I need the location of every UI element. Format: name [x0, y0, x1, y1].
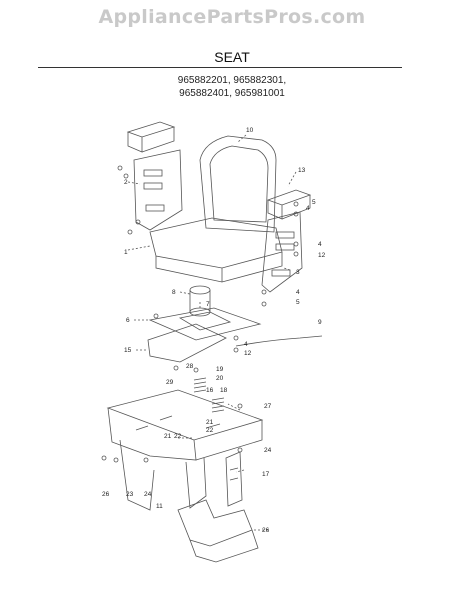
callout-4c: 4 — [296, 289, 300, 296]
callout-23: 23 — [126, 491, 134, 498]
callout-4d: 4 — [244, 341, 248, 348]
model-numbers-line-1: 965882201, 965882301, — [177, 75, 287, 86]
callout-leaders — [127, 134, 297, 531]
fasteners — [101, 165, 299, 463]
callout-12b: 12 — [244, 350, 252, 357]
watermark: AppliancePartsPros.com — [98, 6, 366, 28]
callout-21a: 21 — [206, 419, 214, 426]
callout-27: 27 — [264, 403, 272, 410]
callout-6: 6 — [126, 317, 130, 324]
callout-20: 20 — [216, 375, 224, 382]
cable — [235, 335, 323, 347]
seat-back — [199, 135, 277, 233]
callout-26a: 26 — [102, 491, 110, 498]
callout-4a: 4 — [306, 205, 310, 212]
callout-11: 11 — [156, 503, 163, 510]
callout-labels: 10 13 2 5 4 4 12 1 3 4 5 8 7 6 9 4 12 15… — [102, 127, 326, 534]
callout-17: 17 — [262, 471, 270, 478]
seat-frame — [106, 389, 264, 511]
callout-15: 15 — [124, 347, 132, 354]
callout-5b: 5 — [296, 299, 300, 306]
callout-29: 29 — [166, 379, 174, 386]
callout-2: 2 — [124, 179, 128, 186]
callout-12a: 12 — [318, 252, 326, 259]
seat-cushion — [149, 217, 283, 283]
callout-7: 7 — [206, 301, 210, 308]
callout-3: 3 — [296, 269, 300, 276]
callout-22b: 22 — [174, 433, 182, 440]
frame-bracket — [225, 451, 243, 507]
callout-18: 18 — [220, 387, 228, 394]
right-armrest-pad — [266, 189, 312, 220]
page-title: SEAT — [214, 49, 250, 65]
callout-9: 9 — [318, 319, 322, 326]
callout-4b: 4 — [318, 241, 322, 248]
bottom-channel — [177, 499, 259, 563]
left-armrest-bracket — [133, 149, 183, 231]
callout-1: 1 — [124, 249, 128, 256]
callout-5: 5 — [312, 199, 316, 206]
callout-13: 13 — [298, 167, 306, 174]
callout-24b: 24 — [144, 491, 152, 498]
callout-10: 10 — [246, 127, 254, 134]
right-armrest-bracket — [261, 211, 303, 293]
callout-8: 8 — [172, 289, 176, 296]
model-numbers-line-2: 965882401, 965981001 — [179, 88, 285, 99]
callout-19: 19 — [216, 366, 224, 373]
seat-springs — [193, 377, 225, 413]
left-armrest-pad — [126, 121, 176, 153]
seat-mounting-plate — [147, 307, 262, 363]
title-divider — [38, 67, 402, 68]
callout-22a: 22 — [206, 427, 214, 434]
callout-28: 28 — [186, 363, 194, 370]
callout-24a: 24 — [264, 447, 272, 454]
callout-16: 16 — [206, 387, 214, 394]
callout-21b: 21 — [164, 433, 172, 440]
callout-26b: 26 — [262, 527, 270, 534]
